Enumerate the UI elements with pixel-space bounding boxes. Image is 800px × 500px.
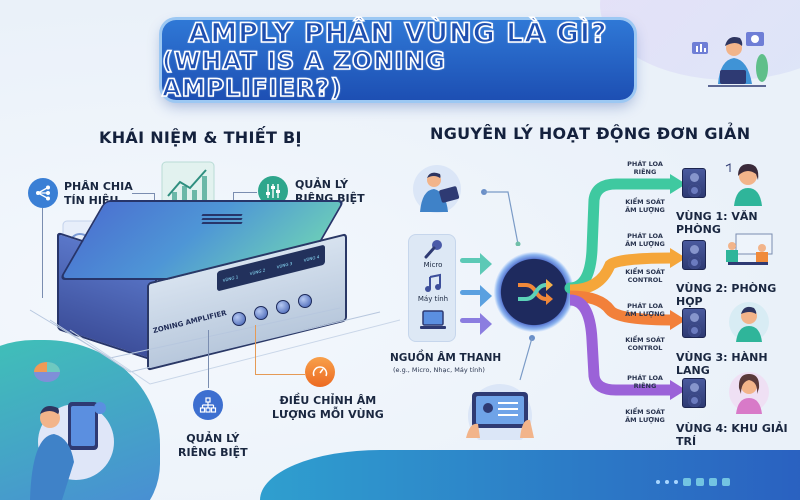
- flow-arrow-music: [460, 285, 492, 307]
- connector-line: [481, 189, 521, 246]
- connector-line: [255, 325, 256, 375]
- audio-sources-subtitle: (e.g., Micro, Nhạc, Máy tính): [393, 366, 485, 374]
- woman-with-headphones-illustration: [729, 372, 769, 414]
- zone-2-label: VÙNG 2: PHÒNG HỌP: [676, 282, 777, 308]
- meeting-room-illustration: [726, 233, 773, 265]
- microphone-icon: [424, 240, 442, 259]
- pie-chart-decoration: [34, 362, 60, 382]
- shuffle-icon: [518, 279, 553, 305]
- zone-1-label: VÙNG 1: VĂN PHÒNG: [676, 210, 758, 236]
- connector-line: [42, 208, 43, 298]
- volume-knob-2: [254, 306, 268, 320]
- person-with-tablet-illustration: [30, 402, 114, 500]
- audio-sources-panel: Micro Máy tính: [408, 234, 456, 342]
- speaker-icon: [682, 378, 706, 408]
- zone-flow-pipes: [564, 174, 686, 400]
- speaker-icon: [682, 240, 706, 270]
- gauge-icon: [305, 357, 335, 387]
- speaker-icon: [682, 168, 706, 198]
- person-using-tablet-illustration: [413, 165, 461, 213]
- flow-arrow-micro: [460, 253, 492, 275]
- volume-knob-4: [298, 294, 312, 308]
- callout-signal-split: PHÂN CHIA TÍN HIỆU: [64, 180, 133, 207]
- connector-line: [255, 374, 305, 375]
- connector-line: [208, 330, 209, 388]
- callout-separate-management-bottom: QUẢN LÝ RIÊNG BIỆT: [178, 432, 248, 459]
- zone-4-label: VÙNG 4: KHU GIẢI TRÍ: [676, 422, 788, 448]
- callout-volume-adjust: ĐIỀU CHỈNH ÂM LƯỢNG MỖI VÙNG: [272, 394, 384, 421]
- source-label-computer: Máy tính: [417, 295, 449, 303]
- tablet-control-illustration: [466, 384, 534, 440]
- person-with-tablet-illustration: [692, 32, 768, 87]
- zoning-amplifier-device: VÙNG 1 VÙNG 2 VÙNG 3 VÙNG 4 ZONING AMPLI…: [52, 200, 347, 371]
- person-with-headphones-illustration: [725, 163, 762, 206]
- decorative-dots: [656, 478, 730, 486]
- share-nodes-icon: [28, 178, 58, 208]
- title-banner: AMPLY PHÂN VÙNG LÀ GÌ? (WHAT IS A ZONING…: [161, 17, 634, 102]
- connector-line: [519, 335, 535, 381]
- title-line-2: (WHAT IS A ZONING AMPLIFIER?): [161, 47, 447, 102]
- signal-router-hub: [494, 252, 574, 332]
- left-section-heading: KHÁI NIỆM & THIẾT BỊ: [99, 128, 302, 147]
- hierarchy-icon: [193, 390, 223, 420]
- zone-3-label: VÙNG 3: HÀNH LANG: [676, 351, 768, 377]
- flow-arrow-laptop: [460, 313, 492, 335]
- connector-line: [132, 193, 154, 194]
- connector-line: [233, 192, 257, 193]
- laptop-icon: [420, 310, 446, 329]
- circuit-lines-decoration: [29, 307, 400, 385]
- music-note-icon: [425, 273, 441, 292]
- volume-knob-1: [232, 312, 246, 326]
- title-line-1: AMPLY PHÂN VÙNG LÀ GÌ?: [188, 17, 608, 49]
- speaker-icon: [682, 308, 706, 338]
- right-section-heading: NGUYÊN LÝ HOẠT ĐỘNG ĐƠN GIẢN: [430, 124, 751, 143]
- person-on-phone-illustration: [729, 302, 769, 342]
- audio-sources-title: NGUỒN ÂM THANH: [390, 352, 502, 364]
- chart-card-illustration: [161, 161, 215, 209]
- source-label-micro: Micro: [423, 261, 443, 269]
- volume-knob-3: [276, 300, 290, 314]
- decorative-wave-bottom-right: [260, 450, 800, 500]
